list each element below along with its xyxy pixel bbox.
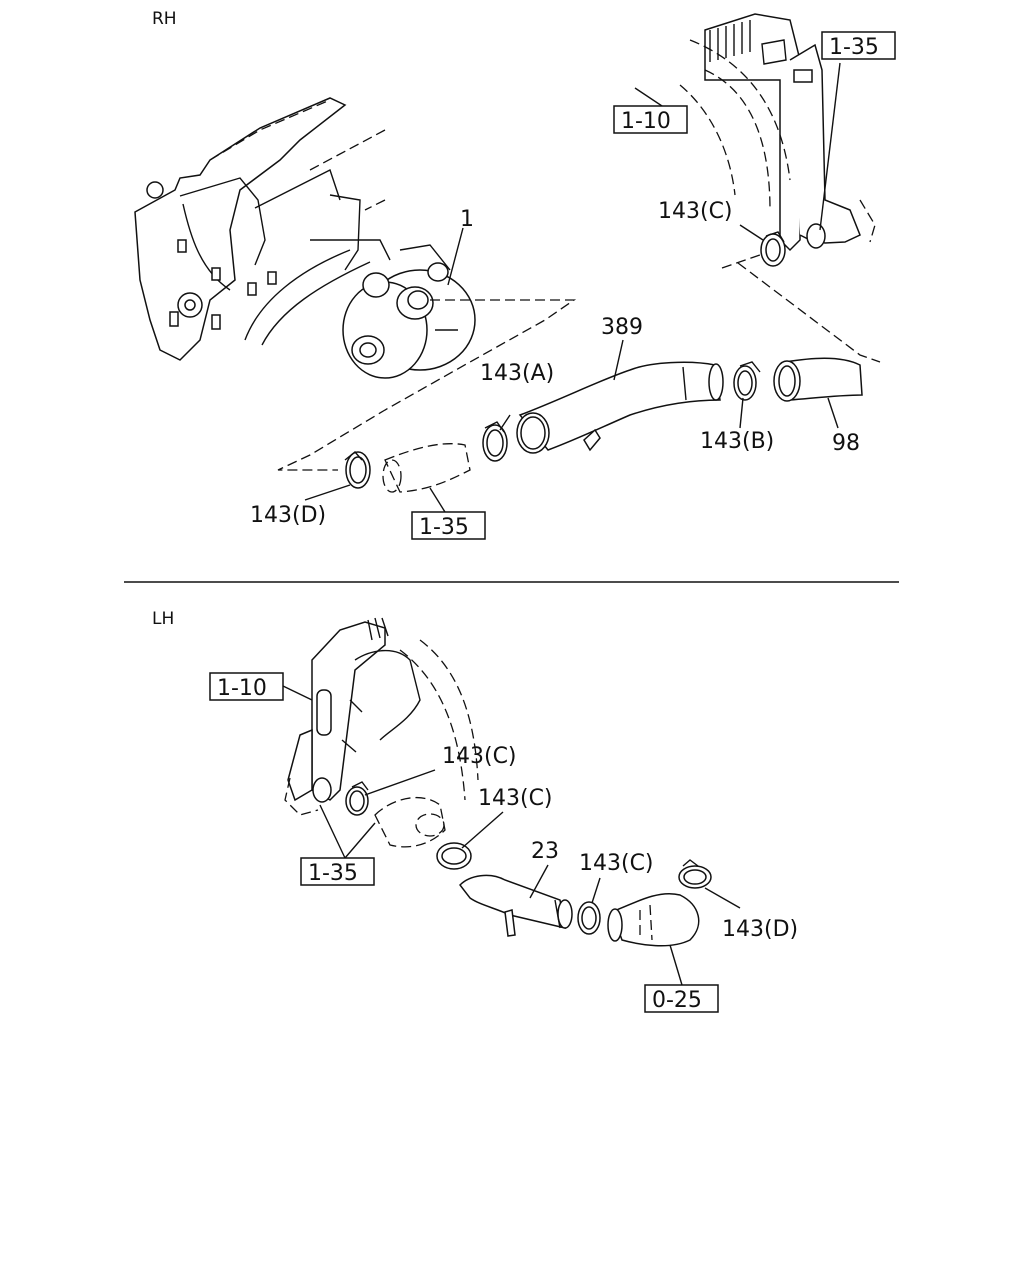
ref-label-1-35-lh: 1-35: [308, 861, 358, 886]
section-title-rh: RH: [152, 9, 177, 29]
pipe-23: [459, 874, 573, 937]
ref-label-1-10-top: 1-10: [621, 109, 671, 134]
clamp-143c-lh-1: [345, 781, 369, 816]
clamp-143c-lh-3: [577, 901, 601, 935]
ref-box-0-25: [644, 984, 719, 1013]
leader-143b: [739, 397, 744, 429]
leader-143c-lh-2: [461, 811, 504, 849]
leader-23: [529, 864, 549, 899]
ref-label-0-25: 0-25: [652, 988, 702, 1013]
part-label-143c-lh-3: 143(C): [579, 851, 654, 876]
clamp-143c-lh-2: [436, 842, 472, 870]
ref-label-1-10-lh: 1-10: [217, 676, 267, 701]
part-label-389: 389: [601, 315, 643, 340]
leader-143c-lh-3: [591, 877, 601, 904]
ref-box-1-35-bottom: [411, 511, 486, 540]
hose-ref-1-35-rh: [382, 443, 471, 493]
section-title-lh: LH: [152, 609, 174, 629]
part-label-143a: 143(A): [480, 361, 554, 386]
turbocharger-drawing: [342, 244, 476, 379]
part-label-98: 98: [832, 431, 860, 456]
guide-line-intercooler: [721, 254, 881, 363]
part-label-143b: 143(B): [700, 429, 774, 454]
leader-143d-lh: [704, 887, 741, 909]
ref-box-1-35-lh: [300, 857, 375, 886]
ref-box-1-10-lh: [209, 672, 284, 701]
leader-143c-lh-1: [364, 769, 436, 796]
ref-label-1-35-top: 1-35: [829, 35, 879, 60]
leader-1-10-lh: [282, 685, 313, 701]
hose-ref-1-35-lh: [374, 796, 446, 848]
clamp-143c-rh: [760, 231, 786, 267]
leader-143d-rh: [304, 484, 351, 501]
leader-389: [613, 339, 624, 381]
ref-label-1-35-bottom: 1-35: [419, 515, 469, 540]
leader-0-25: [669, 944, 683, 986]
leader-143c-rh: [739, 224, 764, 241]
part-label-1: 1: [460, 207, 474, 232]
engine-block-drawing: [134, 97, 391, 361]
leader-1: [447, 227, 464, 286]
ref-box-1-10-top: [613, 105, 688, 134]
clamp-143d-rh: [344, 451, 371, 489]
leader-143a: [499, 414, 511, 431]
clamp-143b: [733, 361, 761, 401]
part-label-143d-lh: 143(D): [722, 917, 798, 942]
leader-98: [827, 397, 839, 429]
leader-1-35-top: [819, 62, 841, 231]
part-label-23: 23: [531, 839, 559, 864]
part-label-143c-rh: 143(C): [658, 199, 733, 224]
hose-ref-0-25: [607, 892, 700, 947]
hose-98: [773, 357, 863, 402]
clamp-143d-lh: [678, 859, 712, 889]
part-label-143c-lh-2: 143(C): [478, 786, 553, 811]
intercooler-lh-drawing: [284, 617, 479, 816]
part-label-143d-rh: 143(D): [250, 503, 326, 528]
leader-1-35-bottom: [429, 487, 446, 513]
leader-1-35-lh: [319, 804, 376, 859]
pipe-389: [516, 361, 724, 454]
clamp-143a: [482, 421, 508, 462]
ref-box-1-35-top: [821, 31, 896, 60]
part-label-143c-lh-1: 143(C): [442, 744, 517, 769]
intercooler-rh-drawing: [679, 13, 876, 252]
